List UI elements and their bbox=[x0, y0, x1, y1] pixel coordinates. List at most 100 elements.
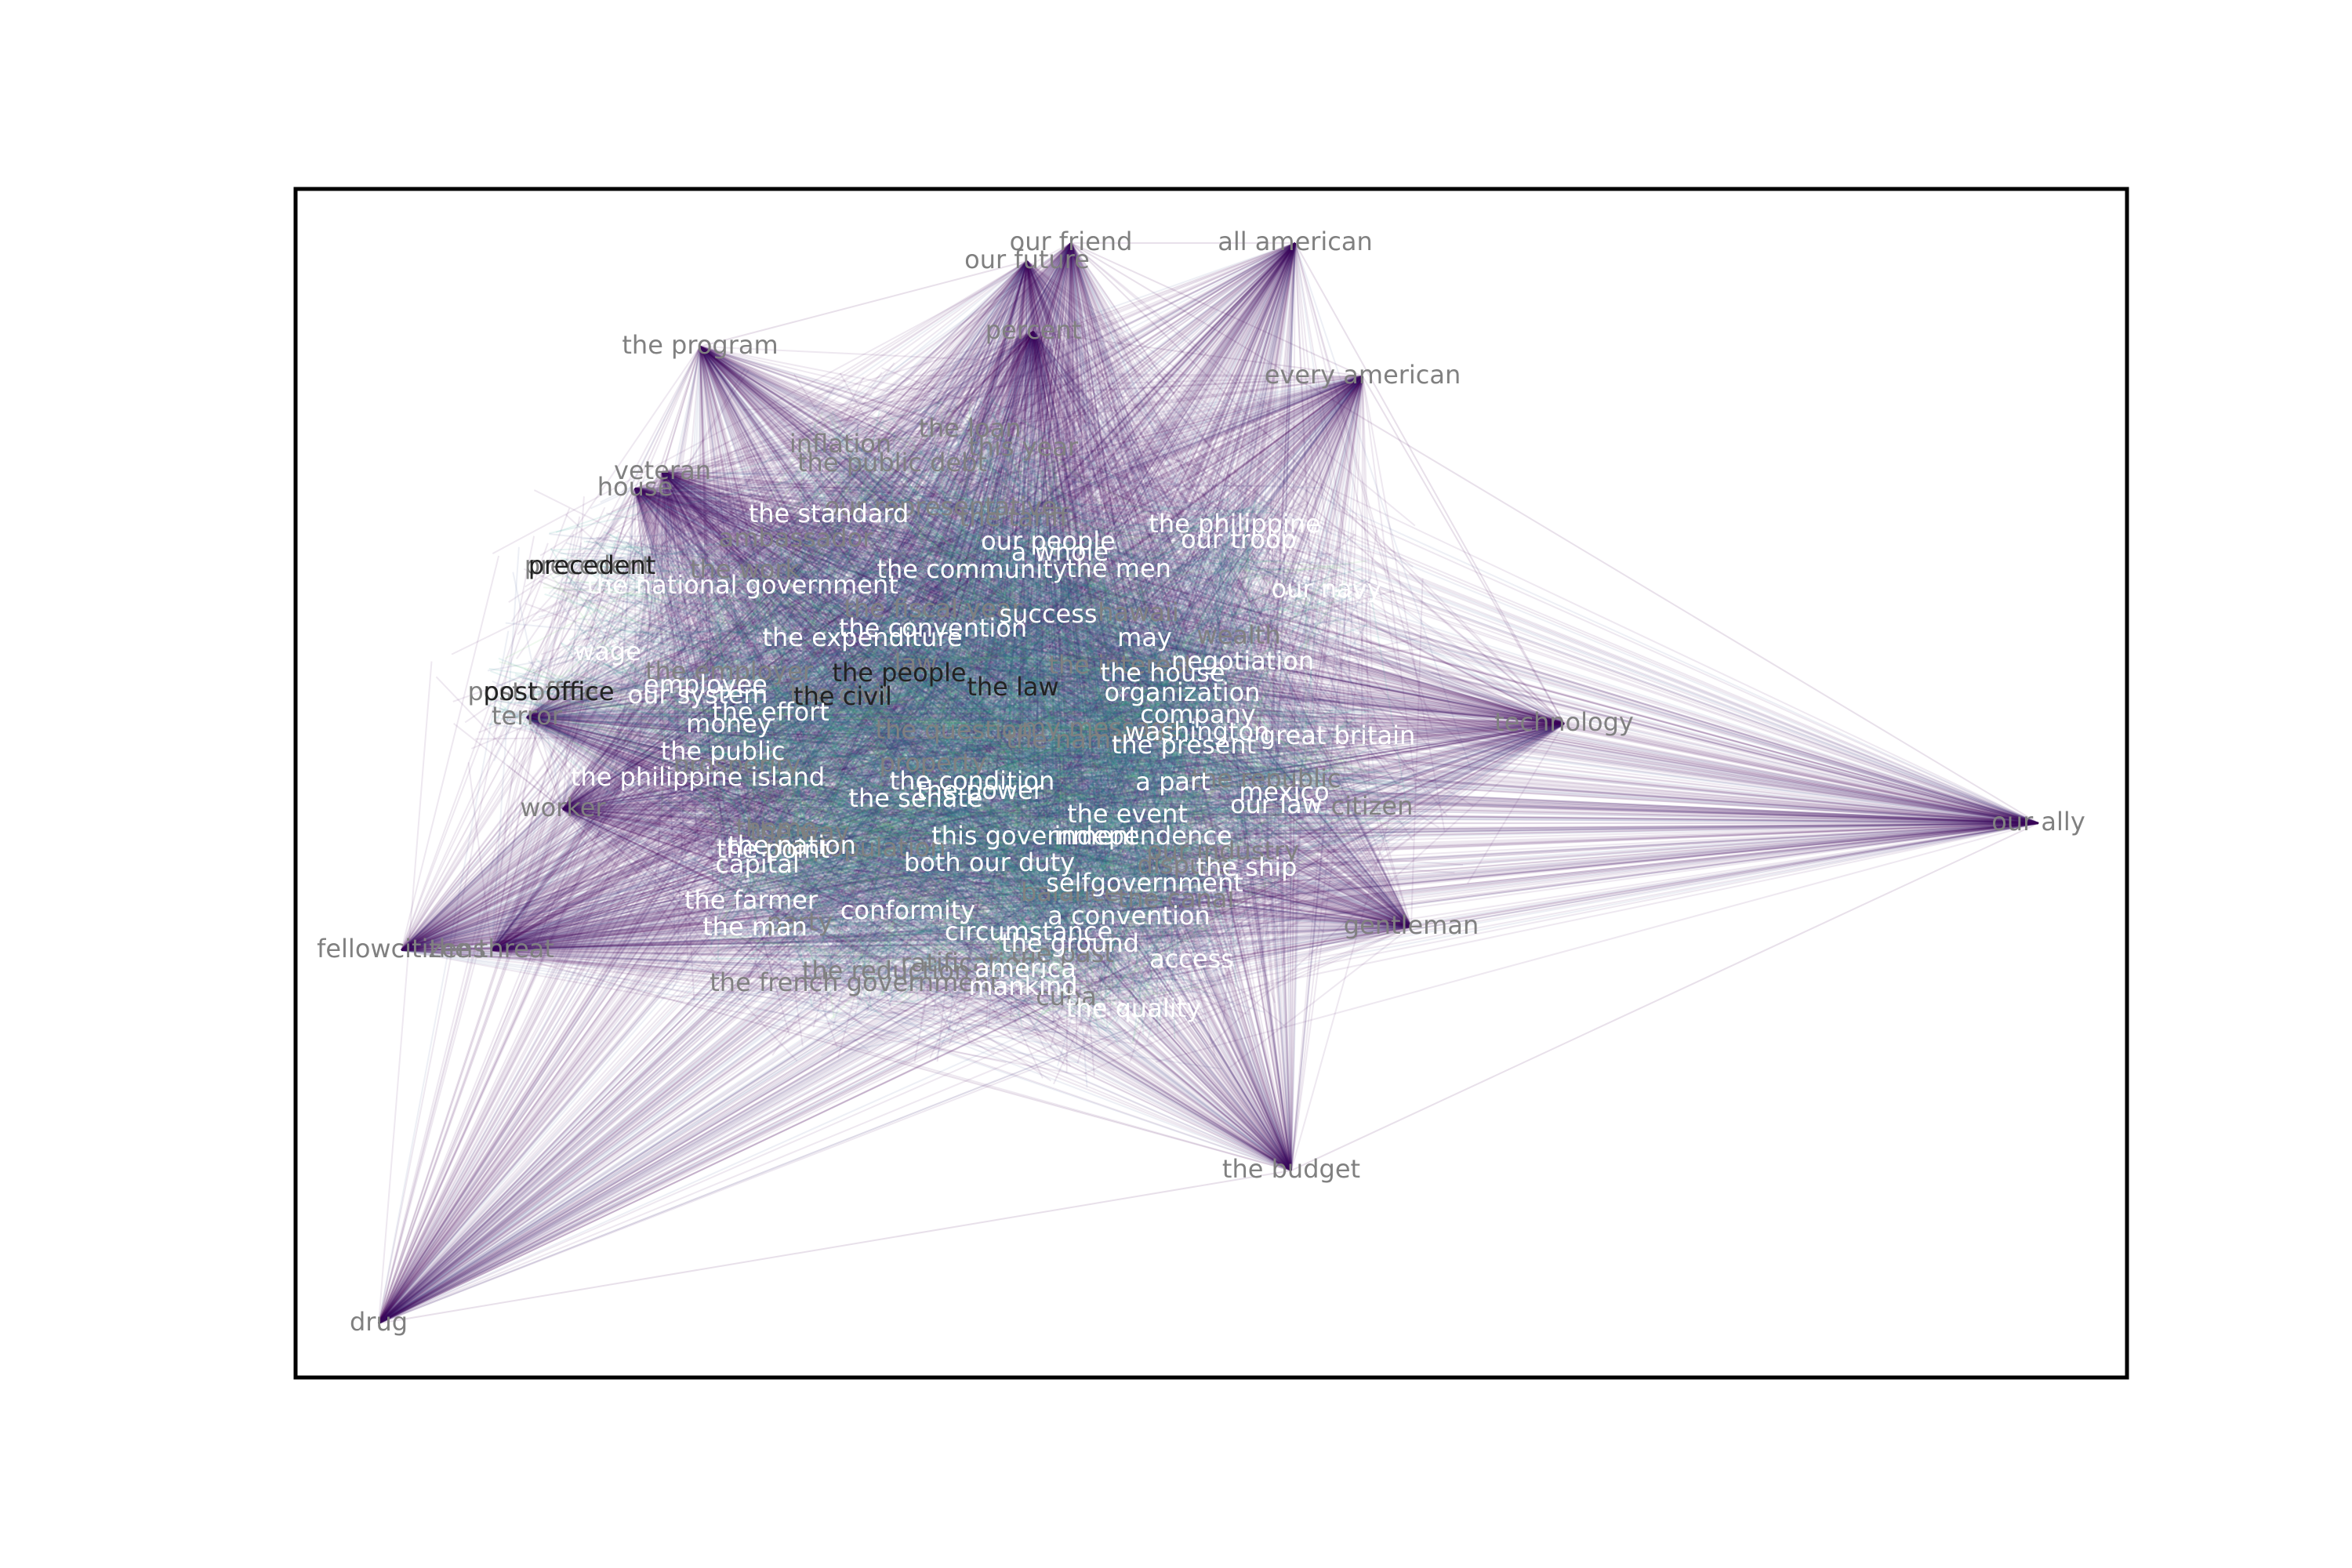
edge bbox=[1002, 242, 1072, 834]
edge bbox=[1026, 260, 1178, 612]
edge bbox=[723, 260, 1028, 751]
edge bbox=[1026, 260, 1091, 1006]
edge bbox=[996, 242, 1072, 916]
edge bbox=[855, 260, 1028, 899]
edge bbox=[905, 260, 1028, 560]
edge bbox=[1070, 242, 1261, 671]
edge bbox=[1070, 242, 1152, 922]
edge bbox=[1070, 242, 1094, 753]
edge bbox=[1070, 242, 1203, 637]
edge bbox=[1070, 242, 1078, 1045]
edge bbox=[979, 260, 1028, 515]
edge bbox=[892, 242, 1072, 740]
edge bbox=[924, 260, 1028, 714]
edge bbox=[862, 242, 1072, 923]
edge bbox=[1026, 260, 1254, 804]
edge bbox=[945, 242, 1072, 690]
edge bbox=[1016, 260, 1028, 908]
edge bbox=[1015, 242, 1072, 1000]
edge bbox=[903, 242, 1072, 605]
edge bbox=[681, 260, 1028, 582]
edge bbox=[829, 260, 1028, 912]
edge bbox=[1070, 242, 1351, 773]
edge bbox=[1026, 260, 1154, 702]
edge bbox=[973, 242, 1072, 604]
edge bbox=[1026, 260, 1108, 606]
edge bbox=[768, 242, 1072, 619]
edge bbox=[1070, 242, 1264, 828]
edge bbox=[1070, 242, 1178, 781]
edge bbox=[1026, 260, 1414, 568]
edge bbox=[645, 242, 1072, 797]
edge bbox=[1026, 260, 1260, 839]
edge bbox=[980, 260, 1028, 425]
edge bbox=[1026, 260, 1119, 709]
edge bbox=[922, 260, 1028, 458]
edge bbox=[1070, 242, 1198, 811]
edge bbox=[1026, 260, 1462, 746]
edge bbox=[967, 242, 1072, 977]
edge bbox=[1004, 242, 1072, 835]
edge bbox=[1026, 260, 1270, 816]
edge bbox=[942, 260, 1028, 512]
edge bbox=[822, 242, 1072, 747]
edge bbox=[1054, 242, 1072, 858]
edge bbox=[1026, 260, 1137, 747]
edge bbox=[679, 260, 1028, 780]
edge bbox=[654, 260, 1028, 818]
edge bbox=[724, 242, 1072, 787]
edge bbox=[880, 242, 1072, 485]
edge bbox=[633, 260, 1028, 670]
edge bbox=[1070, 242, 1082, 1029]
edge bbox=[1070, 242, 1121, 731]
edge bbox=[797, 260, 1028, 789]
edge bbox=[1026, 260, 1276, 1004]
edge bbox=[1070, 242, 1105, 895]
edge bbox=[717, 242, 1072, 763]
edge bbox=[1026, 260, 1100, 834]
edge bbox=[685, 260, 1028, 777]
edge bbox=[914, 260, 1028, 715]
edge bbox=[1026, 260, 1359, 851]
edge bbox=[729, 242, 1072, 932]
edge bbox=[1070, 242, 1138, 607]
edge bbox=[1021, 260, 1028, 826]
edge bbox=[1007, 260, 1028, 802]
edge bbox=[962, 242, 1072, 770]
edge bbox=[1070, 242, 1274, 764]
edge bbox=[1026, 260, 1123, 873]
edge bbox=[1070, 242, 1305, 804]
edge bbox=[841, 242, 1072, 977]
edge bbox=[1070, 242, 1170, 599]
edge bbox=[1070, 242, 1207, 791]
edge bbox=[640, 242, 1072, 583]
edge bbox=[1070, 242, 1141, 895]
edge bbox=[1025, 242, 1072, 379]
edge bbox=[1026, 260, 1048, 913]
edge bbox=[826, 242, 1072, 804]
edge bbox=[1026, 260, 1250, 649]
edge bbox=[1024, 242, 1072, 885]
edge bbox=[1069, 242, 1072, 793]
edge bbox=[794, 260, 1028, 786]
edge bbox=[1026, 260, 1210, 568]
edge bbox=[1026, 260, 1084, 639]
edge bbox=[947, 260, 1028, 1036]
edge bbox=[1070, 242, 1219, 759]
edge bbox=[831, 242, 1072, 568]
edge bbox=[1070, 242, 1087, 717]
edge bbox=[826, 242, 1072, 805]
edge bbox=[1026, 260, 1055, 662]
edge bbox=[1070, 242, 1333, 800]
edge bbox=[764, 260, 1028, 653]
edge bbox=[1070, 242, 1174, 896]
edge bbox=[827, 242, 1072, 887]
edge bbox=[558, 260, 1028, 626]
edge bbox=[861, 242, 1072, 434]
edge bbox=[919, 260, 1028, 685]
edge bbox=[915, 242, 1072, 713]
edge bbox=[1026, 260, 1103, 1004]
edge bbox=[1070, 242, 1139, 579]
edge bbox=[871, 260, 1028, 390]
edge bbox=[784, 242, 1072, 481]
